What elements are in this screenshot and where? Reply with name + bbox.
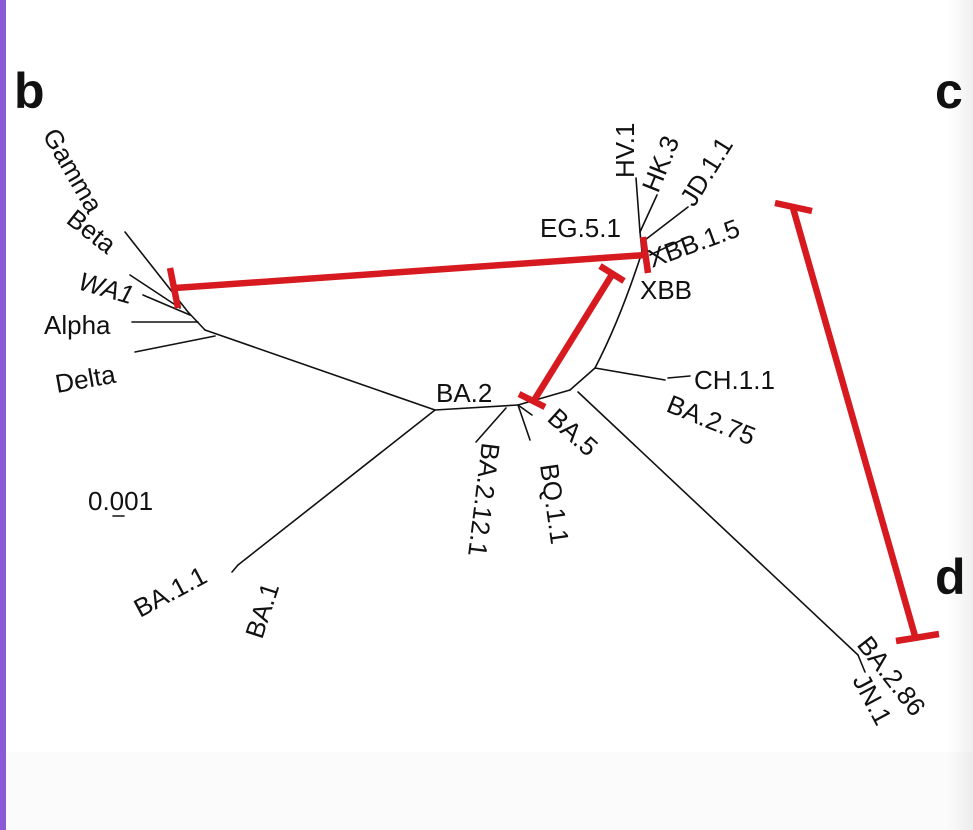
branch-ba2-12-1 — [475, 407, 507, 443]
tip-label-gamma: Gamma — [37, 123, 109, 219]
panel-label-d: d — [935, 549, 966, 605]
tip-label-beta: Beta — [61, 203, 122, 260]
tip-label-delta: Delta — [53, 359, 119, 399]
bottom-band — [6, 752, 973, 830]
tip-label-ba2: BA.2 — [436, 378, 492, 408]
branch-ba1 — [237, 409, 436, 566]
bracket-upper-cap — [598, 263, 626, 284]
distance-brackets — [166, 199, 940, 645]
branch-ba5 — [517, 404, 533, 416]
bracket-bottom-cap — [895, 630, 940, 645]
left-accent-bar — [0, 0, 6, 830]
branch-wa1 — [142, 294, 191, 316]
bracket-top-cap — [774, 199, 813, 215]
bracket-xbb-cap — [639, 236, 652, 274]
branch-ancestral-stem — [187, 311, 206, 331]
bracket-lower-cap — [517, 391, 547, 410]
tip-label-wa1: WA1 — [75, 266, 137, 310]
bracket-wa1-to-xbb — [174, 251, 646, 292]
branch-jn1 — [857, 654, 866, 673]
branch-bq1-1 — [517, 404, 531, 441]
branch-ba1-1 — [231, 564, 239, 573]
tip-label-xbb: XBB — [640, 275, 692, 305]
right-edge-shadow — [947, 0, 973, 830]
branch-delta — [134, 335, 216, 353]
branch-hv1 — [635, 177, 641, 233]
branch-to-ba2 — [434, 404, 519, 411]
branch-ch1-1 — [667, 375, 691, 379]
tree-branches — [112, 177, 866, 673]
tip-label-eg5-1: EG.5.1 — [540, 213, 621, 243]
tip-label-hk3: HK.3 — [636, 131, 685, 196]
branch-ba2-86 — [577, 391, 859, 656]
tip-label-ba5: BA.5 — [542, 402, 604, 462]
tip-label-alpha: Alpha — [44, 310, 111, 340]
panel-label-b: b — [14, 63, 45, 119]
bracket-xbb1-5-to-ba2-86 — [789, 207, 919, 637]
branch-hk3 — [639, 194, 658, 233]
tip-label-bq1-1: BQ.1.1 — [534, 462, 575, 546]
tip-label-ch1-1: CH.1.1 — [694, 365, 775, 395]
tip-label-ba2-12-1: BA.2.12.1 — [462, 441, 506, 558]
branch-to-xbb-node — [569, 367, 596, 391]
panel-label-c: c — [935, 63, 963, 119]
branch-beta — [129, 274, 181, 309]
tip-label-ba1-1: BA.1.1 — [129, 560, 212, 623]
tip-label-ba1: BA.1 — [239, 579, 285, 642]
branch-jd1-1 — [644, 206, 689, 241]
branch-backbone — [204, 329, 436, 411]
bracket-ba2-to-xbb — [530, 271, 616, 404]
tip-label-hv1: HV.1 — [610, 123, 640, 178]
tip-label-xbb1-5: XBB.1.5 — [644, 213, 744, 274]
bracket-wa1-cap — [166, 267, 182, 309]
branch-ba2-75 — [594, 367, 666, 381]
scale-bar-label: 0.001 — [88, 486, 153, 516]
branch-to-ba2-75-node — [517, 389, 571, 406]
branch-xbb1-5 — [649, 236, 689, 256]
branch-xbb — [594, 251, 643, 369]
tip-label-ba2-75: BA.2.75 — [663, 389, 760, 451]
